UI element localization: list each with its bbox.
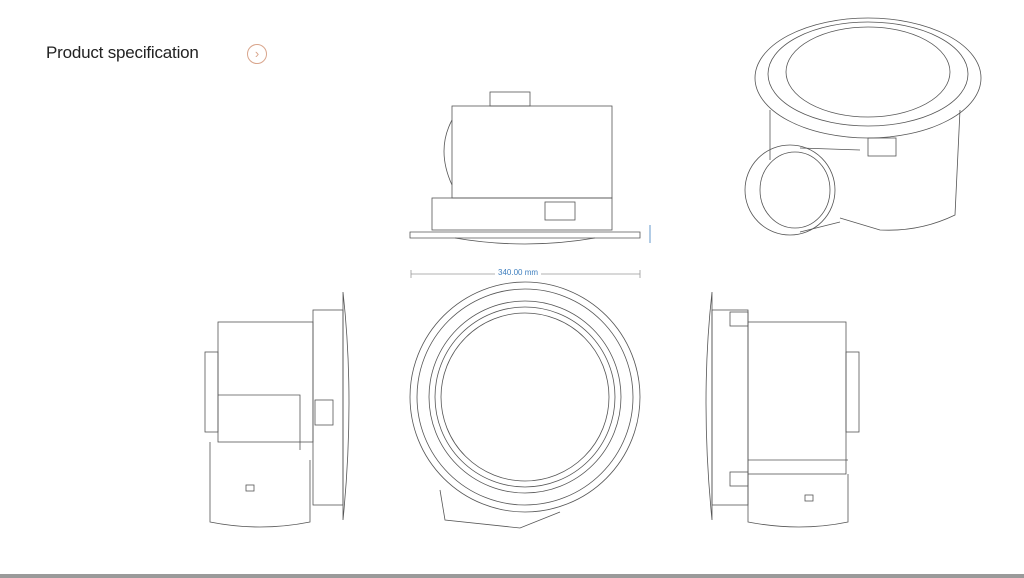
left-side-view: [204, 291, 350, 528]
chevron-right-icon: ›: [254, 46, 260, 61]
isometric-view: [744, 17, 982, 236]
bottom-divider: [0, 574, 1024, 578]
dimension-label: 340.00 mm: [495, 268, 542, 277]
next-button[interactable]: ›: [247, 44, 267, 64]
right-side-view: [705, 291, 860, 528]
page-title: Product specification: [46, 43, 199, 62]
front-view: [409, 281, 641, 529]
side-elevation-view: [409, 91, 651, 245]
